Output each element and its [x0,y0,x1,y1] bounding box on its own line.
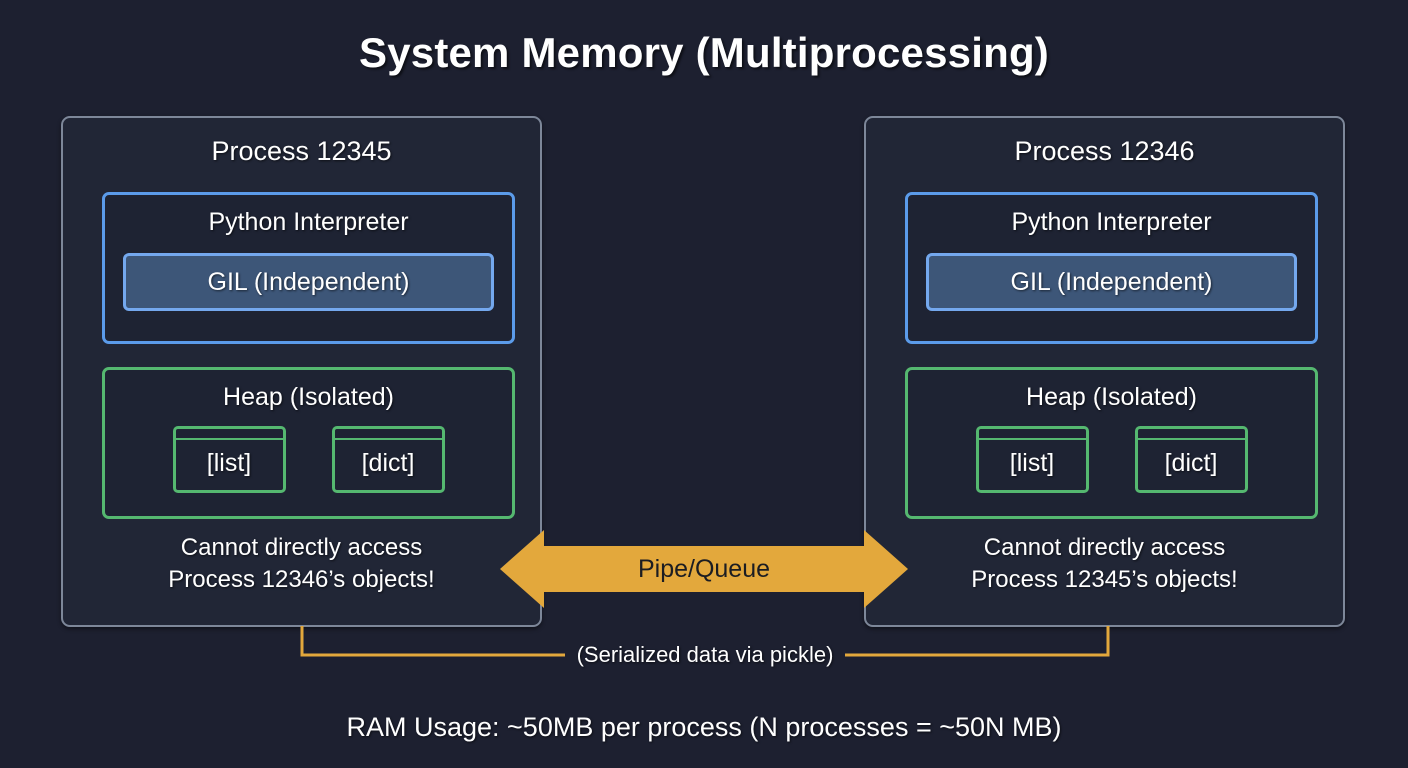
ram-usage-note: RAM Usage: ~50MB per process (N processe… [346,712,1062,742]
process-note-line1: Cannot directly access [983,534,1226,561]
process-title: Process 12346 [1014,136,1195,166]
heap-label: Heap (Isolated) [1026,383,1197,411]
process-note: Cannot directly access Process 12345’s o… [866,532,1343,596]
heap-object-list: [list] [172,426,286,493]
process-box-right: Process 12346 Python Interpreter GIL (In… [864,116,1345,627]
python-interpreter-box: Python Interpreter GIL (Independent) [905,192,1318,344]
gil-label: GIL (Independent) [1010,267,1213,296]
heap-object-label: [dict] [1164,448,1218,477]
serialization-bracket: (Serialized data via pickle) [295,620,1115,668]
page-title: System Memory (Multiprocessing) [358,29,1049,76]
pipe-queue-label: Pipe/Queue [637,554,771,583]
process-note-line1: Cannot directly access [180,534,423,561]
bracket-label: (Serialized data via pickle) [295,642,1115,668]
heap-object-dict: [dict] [331,426,445,493]
heap-label: Heap (Isolated) [223,383,394,411]
heap-objects: [list] [dict] [105,426,512,493]
heap-object-label: [list] [206,448,252,477]
bracket-label-text: (Serialized data via pickle) [564,642,846,667]
double-arrow-icon [500,530,908,608]
heap-object-label: [dict] [361,448,415,477]
heap-box: Heap (Isolated) [list] [dict] [102,367,515,519]
python-interpreter-label: Python Interpreter [208,208,409,236]
gil-box: GIL (Independent) [123,253,494,311]
process-note: Cannot directly access Process 12346’s o… [63,532,540,596]
process-title: Process 12345 [211,136,392,166]
python-interpreter-label: Python Interpreter [1011,208,1212,236]
process-box-left: Process 12345 Python Interpreter GIL (In… [61,116,542,627]
gil-label: GIL (Independent) [207,267,410,296]
process-note-line2: Process 12346’s objects! [168,566,435,593]
heap-objects: [list] [dict] [908,426,1315,493]
heap-object-label: [list] [1009,448,1055,477]
heap-box: Heap (Isolated) [list] [dict] [905,367,1318,519]
heap-object-list: [list] [975,426,1089,493]
heap-object-dict: [dict] [1134,426,1248,493]
gil-box: GIL (Independent) [926,253,1297,311]
pipe-queue-arrow: Pipe/Queue [498,528,910,610]
python-interpreter-box: Python Interpreter GIL (Independent) [102,192,515,344]
process-note-line2: Process 12345’s objects! [971,566,1238,593]
